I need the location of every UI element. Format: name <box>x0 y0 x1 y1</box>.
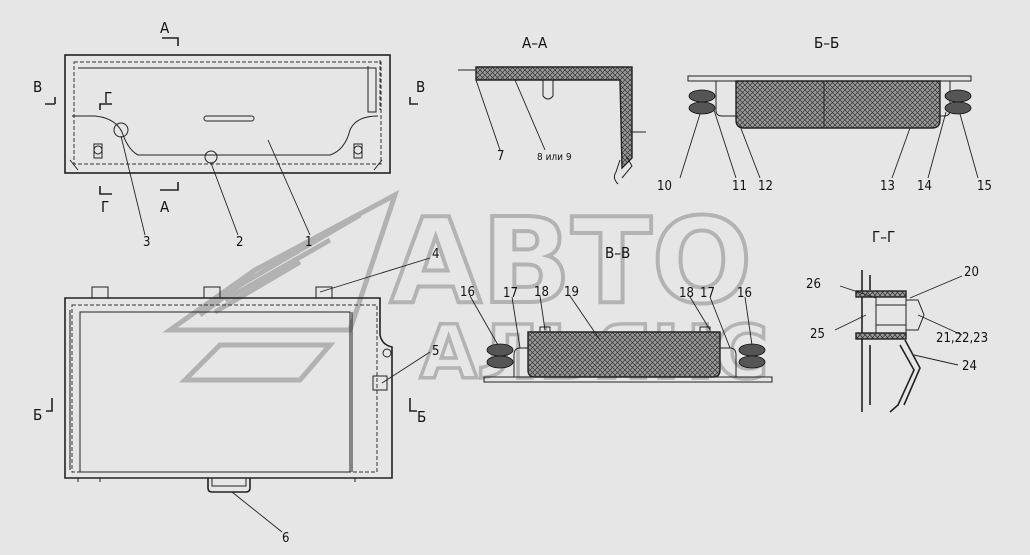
section-aa-drawing <box>458 66 646 185</box>
cut-mark-b-right: Б <box>417 408 426 426</box>
callout-2: 2 <box>236 235 243 250</box>
cut-mark-v-left: В <box>33 78 42 96</box>
callout-20: 20 <box>964 265 979 280</box>
section-title-bb: Б–Б <box>814 34 839 52</box>
callout-12: 12 <box>758 179 773 194</box>
callout-1: 1 <box>305 235 312 250</box>
callout-25: 25 <box>810 327 825 342</box>
callout-14: 14 <box>917 179 932 194</box>
cut-mark-a-bottom: А <box>160 198 170 216</box>
callout-21-22-23: 21,22,23 <box>936 331 988 346</box>
view-top <box>45 37 418 195</box>
view-plan <box>46 286 417 493</box>
callout-17-right: 17 <box>700 286 715 301</box>
cut-mark-v-right: В <box>416 78 425 96</box>
cut-mark-b-left: Б <box>33 406 42 424</box>
callout-16-left: 16 <box>460 285 475 300</box>
cut-mark-g-bottom: Г <box>101 198 109 216</box>
callout-6: 6 <box>282 531 289 546</box>
watermark-line1: АВТО <box>390 192 752 330</box>
callout-5: 5 <box>432 344 439 359</box>
callout-15: 15 <box>977 179 992 194</box>
section-bb-drawing <box>687 75 972 129</box>
callout-3: 3 <box>143 235 150 250</box>
watermark-logo: АВТО АЛЬЯНС <box>162 189 770 398</box>
callout-11: 11 <box>732 179 747 194</box>
callout-17-left: 17 <box>503 286 518 301</box>
section-vv-drawing <box>483 326 773 383</box>
section-title-gg: Г–Г <box>872 228 895 246</box>
callout-4: 4 <box>432 247 439 262</box>
callout-10: 10 <box>657 179 672 194</box>
callout-7: 7 <box>497 149 504 164</box>
callout-18-right: 18 <box>679 286 694 301</box>
cut-mark-a-top: А <box>160 19 170 37</box>
callout-18-left: 18 <box>534 285 549 300</box>
cut-mark-g-top: Г <box>104 89 112 107</box>
callout-13: 13 <box>880 179 895 194</box>
callout-16-right: 16 <box>737 286 752 301</box>
note-8-or-9: 8 или 9 <box>537 152 572 163</box>
section-gg-drawing <box>855 270 925 413</box>
callout-26: 26 <box>806 277 821 292</box>
callout-19: 19 <box>564 285 579 300</box>
callout-24: 24 <box>962 359 977 374</box>
section-title-aa: А–А <box>522 34 548 52</box>
section-title-vv: В–В <box>605 244 630 262</box>
